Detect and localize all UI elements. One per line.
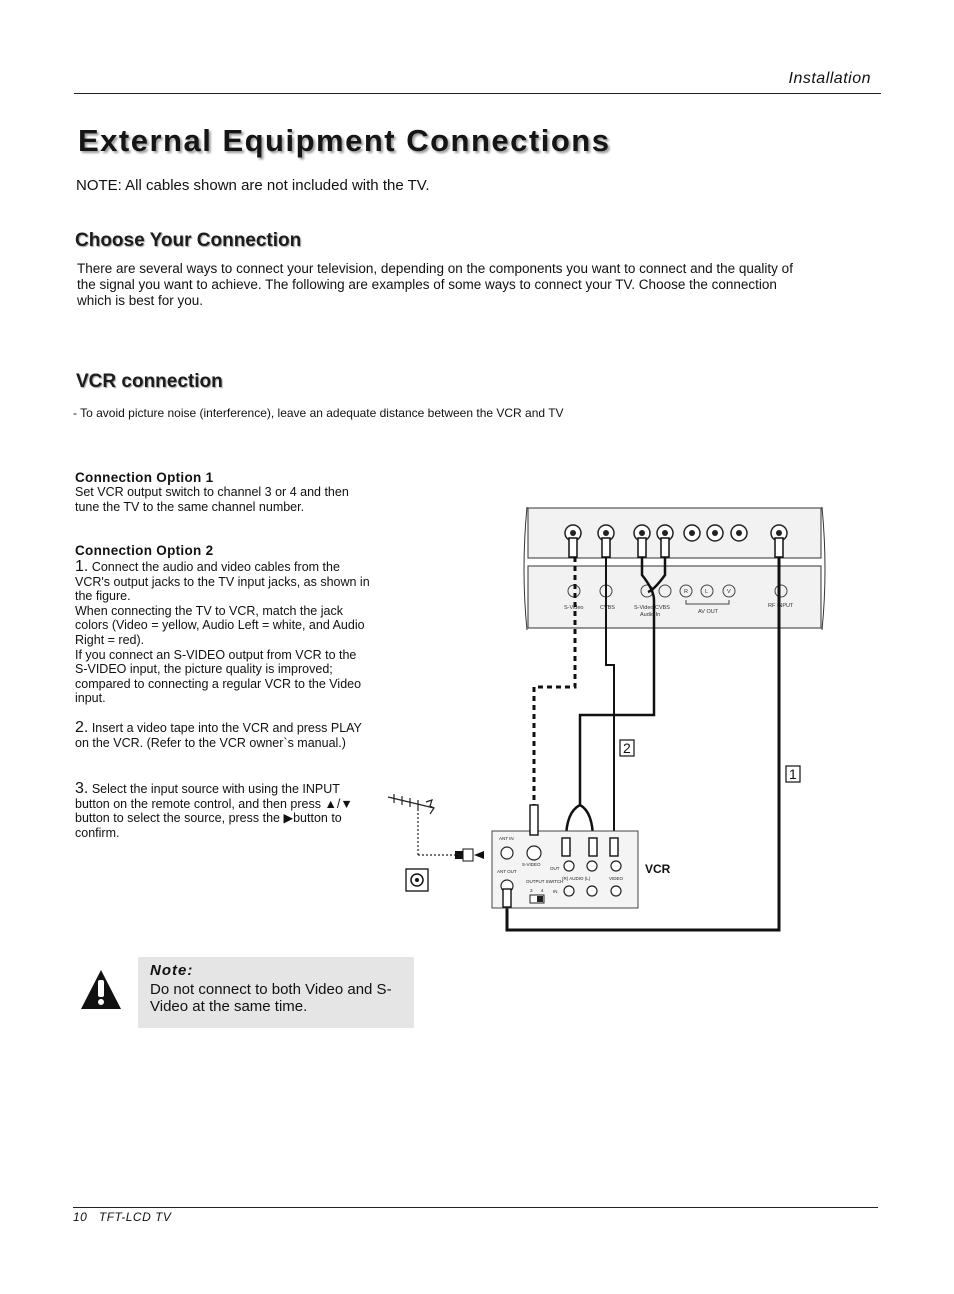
tv-jack-l: L: [705, 589, 708, 595]
tv-label-rf-input: RF INPUT: [768, 603, 794, 609]
vcr-label-ch4: 4: [541, 888, 544, 893]
right-arrow-icon: ▶: [283, 811, 294, 826]
tv-label-cvbs: CVBS: [600, 605, 615, 611]
note-text: Do not connect to both Video and S-Video…: [150, 981, 392, 1015]
audio-cable-join: [647, 557, 667, 594]
vcr-label-ant-out: ANT OUT: [497, 869, 517, 874]
step1-number: 1.: [75, 558, 89, 575]
note-box: [138, 957, 414, 1028]
marker-2: 2: [623, 740, 631, 756]
down-arrow-icon: ▼: [340, 796, 353, 811]
up-arrow-icon: ▲: [324, 796, 337, 811]
option2-step1: 1. Connect the audio and video cables fr…: [75, 558, 371, 706]
tv-label-svideo: S-Video: [564, 605, 583, 611]
vcr-label-ant-in: ANT IN: [499, 836, 514, 841]
option2-step3: 3. Select the input source with using th…: [75, 780, 365, 840]
section-header: Installation: [788, 70, 871, 87]
tv-label-audio-in: Audio In: [640, 612, 660, 618]
option1-body: Set VCR output switch to channel 3 or 4 …: [75, 485, 349, 514]
option2-title: Connection Option 2: [75, 543, 214, 558]
wall-outlet-icon: [405, 868, 429, 892]
marker-1-box: [785, 765, 801, 783]
vcr-label-video: VIDEO: [609, 876, 624, 881]
page-title: External Equipment Connections: [78, 123, 611, 158]
marker-1: 1: [789, 766, 797, 782]
footer-rule: [73, 1207, 878, 1208]
option2-step2: 2. Insert a video tape into the VCR and …: [75, 719, 365, 750]
vcr-heading: VCR connection: [76, 371, 223, 392]
choose-body: There are several ways to connect your t…: [77, 261, 793, 308]
vcr-label-out: OUT: [550, 866, 560, 871]
marker-2-box: [619, 739, 635, 757]
warning-icon: [81, 970, 121, 1009]
vcr-label-in: IN: [553, 889, 558, 894]
vcr-plugs: [502, 804, 619, 908]
vcr-name: VCR: [645, 862, 671, 876]
step3-text-b: button to select the source, press the: [75, 811, 280, 826]
tv-panel: S-Video CVBS S-Video/CVBS Audio In AV OU…: [523, 506, 826, 631]
step2-text: Insert a video tape into the VCR and pre…: [75, 721, 362, 750]
vcr-label-svideo: S-VIDEO: [522, 862, 541, 867]
audio-cable-outer: [578, 557, 656, 805]
video-cable: [605, 557, 615, 840]
cables-note: NOTE: All cables shown are not included …: [76, 177, 430, 194]
tv-label-svideo-cvbs: S-Video/CVBS: [634, 605, 670, 611]
vcr-label-output-switch: OUTPUT SWITCH: [526, 879, 563, 884]
vcr-distance-note: - To avoid picture noise (interference),…: [73, 406, 564, 420]
option1-title: Connection Option 1: [75, 470, 214, 485]
antenna-icon: [387, 794, 458, 856]
step1c-text: If you connect an S-VIDEO output from VC…: [75, 647, 362, 706]
header-rule: [74, 93, 881, 94]
step3-number: 3.: [75, 780, 89, 797]
tv-label-av-out: AV OUT: [698, 609, 719, 615]
step3-text-a: Select the input source with using the I…: [75, 782, 340, 811]
note-label: Note:: [150, 962, 194, 979]
page-number: 10: [73, 1210, 88, 1224]
step1b-text: When connecting the TV to VCR, match the…: [75, 603, 365, 647]
svideo-cable: [532, 557, 577, 805]
choose-heading: Choose Your Connection: [75, 230, 302, 251]
tv-jack-r: R: [684, 589, 688, 595]
vcr-label-ch3: 3: [530, 888, 533, 893]
vcr-label-audio: (R) AUDIO (L): [562, 876, 591, 881]
arrow-separator: /: [336, 796, 341, 811]
antenna-plug-icon: [455, 848, 484, 862]
tv-jack-v: V: [727, 589, 731, 595]
step1-text: Connect the audio and video cables from …: [75, 560, 370, 604]
step2-number: 2.: [75, 719, 89, 736]
product-name: TFT-LCD TV: [98, 1210, 172, 1224]
step3-text-c: button to confirm.: [75, 811, 342, 840]
footer: 10 TFT-LCD TV: [73, 1210, 171, 1224]
rf-cable: [505, 557, 781, 932]
